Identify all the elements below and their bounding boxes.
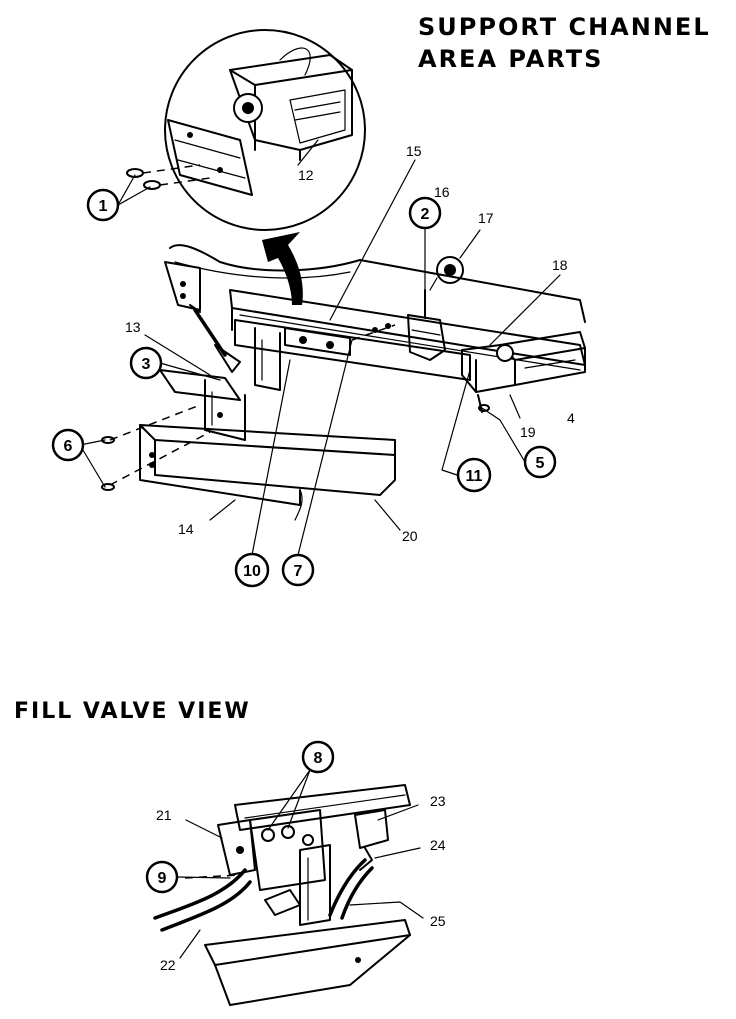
- svg-text:6: 6: [64, 438, 73, 455]
- screws-1: [126, 164, 211, 190]
- ref-24: 24: [430, 837, 446, 853]
- heading-support-line2: AREA PARTS: [418, 45, 603, 73]
- callout-8: 8: [301, 740, 335, 774]
- svg-text:8: 8: [314, 750, 323, 767]
- leader-lines-fill: [177, 769, 424, 959]
- ref-18: 18: [552, 257, 568, 273]
- callout-9: 9: [145, 860, 179, 894]
- callout-11: 11: [456, 457, 492, 493]
- ref-23: 23: [430, 793, 446, 809]
- ref-21: 21: [156, 807, 172, 823]
- svg-text:10: 10: [243, 563, 261, 580]
- detail-circle: [164, 29, 366, 231]
- callout-7: 7: [281, 553, 315, 587]
- fill-valve-assembly: [153, 784, 411, 1006]
- callout-6: 6: [51, 428, 85, 462]
- ref-22: 22: [160, 957, 176, 973]
- svg-text:1: 1: [99, 198, 108, 215]
- callout-5: 5: [523, 445, 557, 479]
- svg-text:7: 7: [294, 563, 303, 580]
- heading-fill-valve-view: FILL VALVE VIEW: [14, 699, 251, 724]
- ref-16: 16: [434, 184, 450, 200]
- detail-arrow: [262, 232, 303, 305]
- ref-12: 12: [298, 167, 314, 183]
- svg-text:11: 11: [466, 468, 483, 485]
- ref-14: 14: [178, 521, 194, 537]
- ref-25: 25: [430, 913, 446, 929]
- ref-4: 4: [567, 410, 575, 426]
- svg-text:9: 9: [158, 870, 167, 887]
- svg-text:5: 5: [536, 455, 545, 472]
- leader-lines-top: [79, 139, 561, 556]
- ref-19: 19: [520, 424, 536, 440]
- callout-3: 3: [129, 346, 163, 380]
- callout-1: 1: [86, 188, 120, 222]
- heading-support-line1: SUPPORT CHANNEL: [418, 13, 711, 41]
- svg-text:3: 3: [142, 356, 151, 373]
- ref-20: 20: [402, 528, 418, 544]
- callout-2: 2: [408, 196, 442, 230]
- callout-10: 10: [234, 552, 270, 588]
- ref-15: 15: [406, 143, 422, 159]
- ref-17: 17: [478, 210, 494, 226]
- support-channel-assembly: [101, 244, 586, 521]
- svg-text:2: 2: [421, 206, 430, 223]
- ref-13: 13: [125, 319, 141, 335]
